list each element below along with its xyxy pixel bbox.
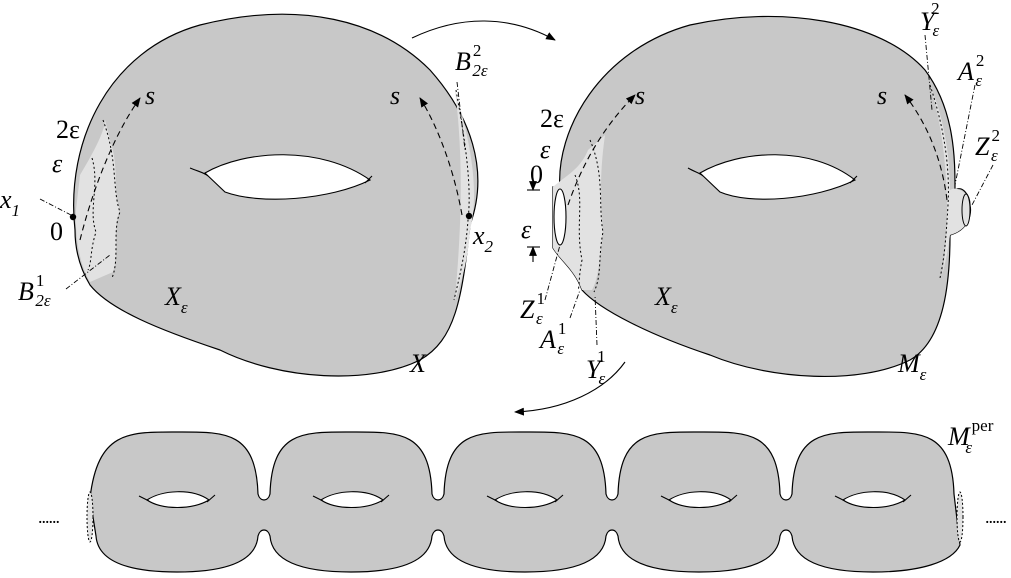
label-Xeps-left: Xε [164, 282, 188, 317]
right-collar-region [455, 90, 475, 300]
left-torus-hole-rim [189, 167, 373, 184]
ellipsis-right: ...... [985, 507, 1007, 527]
periodic-chain [86, 431, 964, 573]
periodic-hole-rim-2 [312, 494, 390, 503]
point-x1 [69, 213, 77, 221]
right-tube-left-collar [553, 135, 605, 290]
right-torus-hole-rim [687, 167, 858, 184]
chain-left-cap [86, 491, 94, 543]
tick-0-right: 0 [530, 160, 543, 189]
s-label-right-left: s [635, 81, 645, 110]
right-tube-right-collar [930, 85, 971, 275]
B1-leader [65, 254, 111, 290]
x1-leader [39, 198, 72, 216]
Y2-leader [924, 34, 933, 111]
tick-2eps-right: 2ε [540, 104, 564, 133]
down-transition-arrow [514, 361, 626, 416]
ellipsis-left: ...... [38, 507, 60, 527]
level-eps-curve [87, 157, 97, 271]
chain-right-cap [956, 491, 964, 543]
right-cut-ellipse [961, 193, 971, 227]
tick-eps-left: ε [52, 149, 63, 178]
tick-eps-right: ε [540, 135, 551, 164]
point-x2 [465, 212, 473, 220]
label-x1: x1 [0, 185, 20, 220]
A1-leader [569, 289, 581, 319]
A2-leader [954, 84, 976, 186]
label-M-eps: Mε [897, 349, 927, 384]
periodic-hole-rim-5 [834, 494, 912, 503]
periodic-hole-rim-3 [486, 494, 564, 503]
label-X: X [409, 349, 427, 378]
right-boundary-curve [453, 89, 470, 301]
s-label-left: s [145, 81, 155, 110]
tick-0-left: 0 [50, 217, 63, 246]
right-level-2eps [589, 139, 604, 293]
right-torus-hole [699, 154, 857, 200]
s-label-right: s [390, 81, 400, 110]
label-x2: x2 [472, 221, 494, 256]
periodic-hole-rim-1 [138, 494, 216, 503]
label-Xeps-right: Xε [654, 282, 678, 317]
left-collar-region [75, 120, 120, 282]
periodic-hole-rim-4 [660, 494, 738, 503]
right-left-s-arrow [567, 94, 636, 206]
tick-2eps-left: 2ε [56, 115, 80, 144]
right-level-eps [574, 174, 583, 291]
right-s-arrow [419, 97, 463, 216]
label-Y2: Yε2 [920, 0, 940, 40]
Z1-leader [544, 244, 561, 301]
top-transition-arrow [411, 20, 556, 41]
right-right-level [929, 84, 949, 279]
right-right-s-arrow [904, 94, 948, 201]
left-s-arrow [79, 97, 141, 241]
level-2eps-curve [102, 119, 121, 279]
B2-leader [456, 81, 466, 151]
label-Y1: Yε1 [586, 347, 606, 388]
Y1-leader [594, 294, 598, 346]
left-torus-hole [204, 154, 372, 200]
Z2-leader [971, 164, 994, 206]
s-label-right-right: s [877, 81, 887, 110]
eps-width-label: ε [521, 215, 532, 244]
left-cut-ellipse [553, 188, 567, 246]
